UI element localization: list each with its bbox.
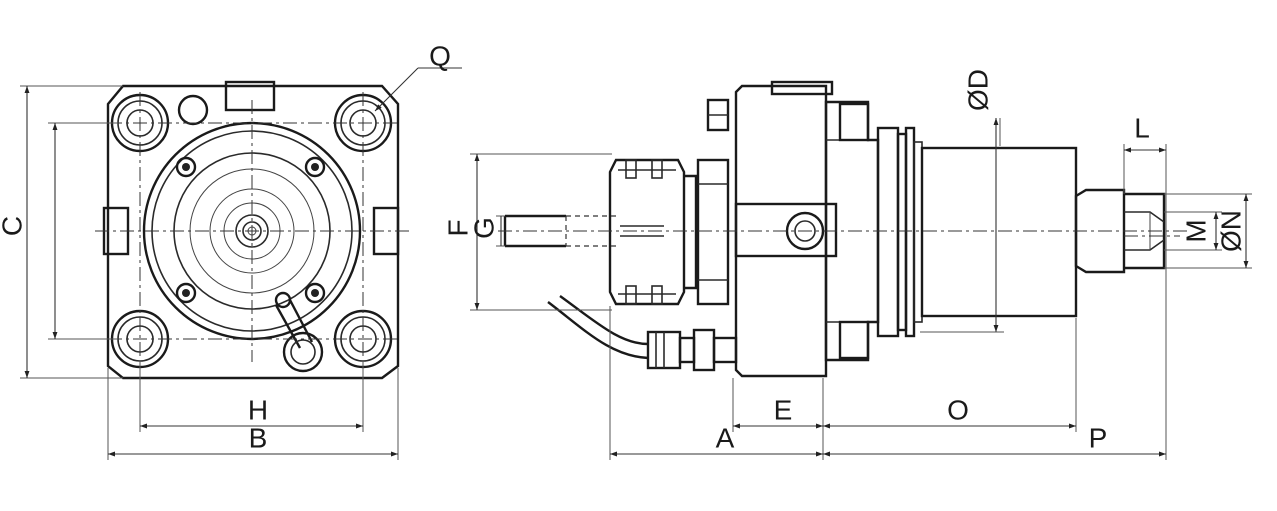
label-f: F	[442, 219, 473, 236]
label-c: C	[0, 216, 27, 236]
coolant-hose	[547, 301, 649, 360]
label-e: E	[774, 394, 793, 425]
front-view	[20, 67, 462, 460]
bore-inner-circle	[242, 221, 262, 241]
label-n: ØN	[1215, 210, 1246, 252]
label-g: G	[468, 217, 499, 239]
front-body-outline	[106, 84, 400, 380]
output-spigot	[1124, 192, 1166, 270]
bore-circle	[235, 214, 269, 248]
plug-circle	[177, 94, 209, 126]
collet-nut	[608, 158, 686, 306]
main-housing	[734, 84, 828, 378]
spindle-body	[920, 146, 1078, 318]
coolant-fitting	[274, 291, 324, 373]
label-b: B	[249, 422, 268, 453]
label-m: M	[1180, 219, 1211, 242]
label-p: P	[1089, 422, 1108, 453]
label-d: ØD	[962, 69, 993, 111]
clamp-block	[734, 202, 838, 258]
label-h: H	[248, 394, 268, 425]
flange-screws	[175, 156, 326, 304]
dimension-labels: H B C Q A E O P F G ØD L M ØN	[0, 40, 1246, 453]
top-lug	[224, 80, 276, 112]
hex-collar	[696, 158, 730, 306]
label-o: O	[947, 394, 969, 425]
label-a: A	[716, 422, 735, 453]
side-view	[470, 80, 1252, 460]
label-l: L	[1134, 112, 1150, 143]
label-q: Q	[429, 40, 451, 71]
